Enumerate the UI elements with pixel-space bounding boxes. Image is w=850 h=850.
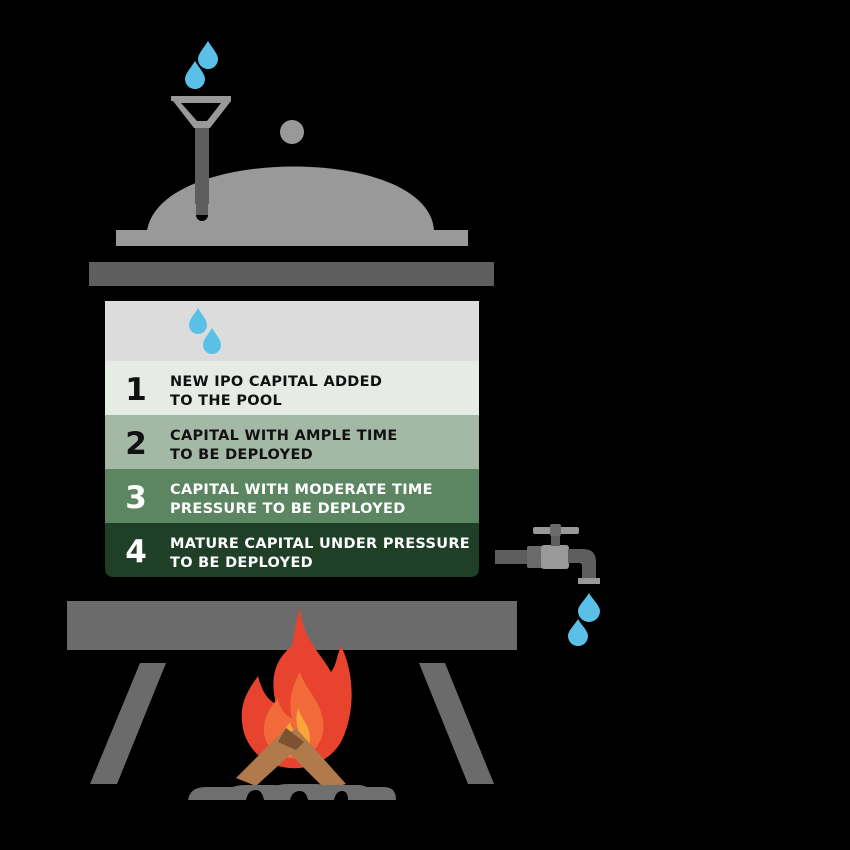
tier-label-line2: TO THE POOL [170,393,282,409]
water-drop-icon [578,593,600,622]
faucet-pipe [495,550,529,564]
faucet-body [541,545,569,569]
fire-stones [188,784,396,800]
lid-knob [280,120,304,144]
tier-label-line2: PRESSURE TO BE DEPLOYED [170,501,406,517]
pot-top-band [105,301,479,361]
stone-gap [290,791,308,800]
tier-label-line1: MATURE CAPITAL UNDER PRESSURE [170,536,470,552]
water-drop-icon [185,61,205,89]
faucet-spout [568,549,596,582]
stone-gap [334,791,348,800]
funnel-inner [181,103,221,121]
pot-lid-base [116,230,468,246]
tier-4: 4 MATURE CAPITAL UNDER PRESSURE TO BE DE… [105,523,479,577]
faucet-spout-tip [578,578,600,584]
faucet-nut [527,546,543,568]
tier-1: 1 NEW IPO CAPITAL ADDED TO THE POOL [105,361,479,415]
tier-label-line2: TO BE DEPLOYED [170,447,313,463]
tier-band [105,361,479,415]
campfire-icon [188,608,396,800]
faucet-handle-cap [550,524,561,536]
water-drop-icon [189,308,207,334]
tier-band [105,415,479,469]
tier-number: 4 [125,534,147,570]
stone-gap [246,790,264,800]
water-drop-icon [203,328,221,354]
funnel-pipe-inner [196,135,208,215]
pool-water-drops [189,308,221,354]
tier-band [105,469,479,523]
stone [346,787,396,800]
water-drop-icon [568,619,588,646]
water-drop-icon [198,41,218,69]
tier-number: 3 [125,480,147,516]
log-shadow [278,728,304,750]
tier-number: 1 [125,372,147,408]
stand-leg-left [90,663,166,784]
pot-rim [89,262,494,286]
tier-2: 2 CAPITAL WITH AMPLE TIME TO BE DEPLOYED [105,415,479,469]
tier-3: 3 CAPITAL WITH MODERATE TIME PRESSURE TO… [105,469,479,523]
tier-band [105,523,479,577]
stand-leg-right [419,663,494,784]
stand-top [67,601,517,650]
faucet-water-drops [568,593,600,646]
capital-tiers: 1 NEW IPO CAPITAL ADDED TO THE POOL 2 CA… [105,361,479,577]
funnel-water-drops [185,41,218,89]
tier-label-line1: NEW IPO CAPITAL ADDED [170,374,382,390]
faucet-stem [551,532,560,546]
tier-label-line1: CAPITAL WITH MODERATE TIME [170,482,433,498]
tier-label-line2: TO BE DEPLOYED [170,555,313,571]
faucet-icon [495,524,600,584]
tier-number: 2 [125,426,147,462]
pot-lid-dome [147,166,434,231]
tier-label-line1: CAPITAL WITH AMPLE TIME [170,428,398,444]
